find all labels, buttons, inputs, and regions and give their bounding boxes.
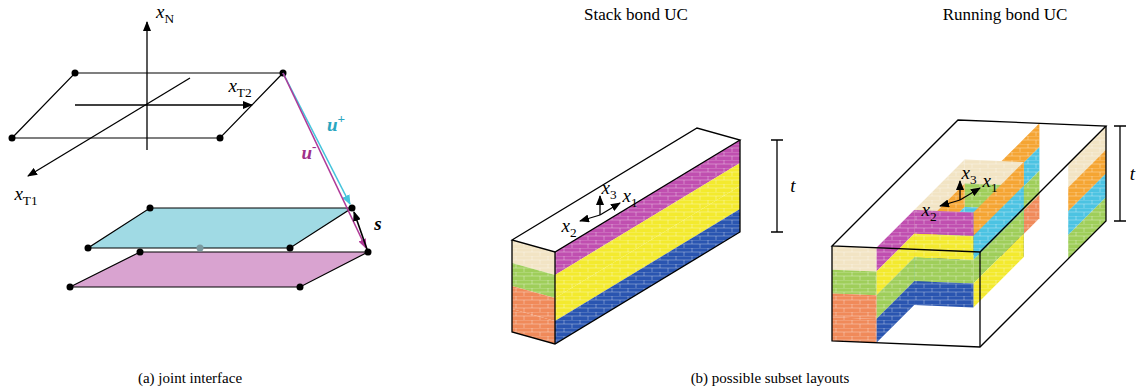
panel-title: Running bond UC: [943, 6, 1068, 25]
axis-label: xT2: [228, 76, 251, 100]
axis-label: xT1: [14, 184, 37, 208]
vector-u-minus: [283, 73, 366, 248]
vector-s: [354, 212, 368, 252]
axis-triads: [580, 181, 980, 221]
node-dot: [197, 245, 204, 252]
wall-band: [1068, 126, 1106, 259]
vector-label: s: [374, 214, 381, 235]
wall-band: [832, 246, 876, 343]
axis-label: x1: [982, 171, 997, 195]
wall-band: [555, 140, 740, 344]
local-axes: [28, 22, 252, 176]
thickness-brackets: [771, 126, 1126, 232]
vector-label: u-: [301, 140, 316, 163]
dimension-label: t: [790, 176, 795, 197]
unit-cell-outlines: [512, 120, 1106, 347]
axis-label: x1: [622, 186, 637, 210]
upper-face-displaced: [88, 208, 352, 248]
subfigure-caption: (b) possible subset layouts: [691, 370, 850, 387]
axis-label: x3: [601, 178, 616, 202]
vector-label: u+: [327, 112, 345, 135]
node-dots: [9, 70, 372, 291]
axis-label: x2: [921, 200, 936, 224]
axis-label: x2: [561, 216, 576, 240]
panel-title: Stack bond UC: [584, 6, 688, 25]
wall-band: [914, 210, 973, 307]
lower-face: [70, 252, 368, 287]
subfigure-caption: (a) joint interface: [138, 370, 242, 387]
dimension-label: t: [1130, 164, 1135, 185]
joint-interface: [9, 22, 372, 291]
wall-band: [512, 240, 555, 344]
axis-label: x3: [961, 163, 976, 187]
wall-band: [876, 210, 914, 343]
axis-label: xN: [156, 2, 174, 26]
wall-band: [973, 162, 1023, 307]
